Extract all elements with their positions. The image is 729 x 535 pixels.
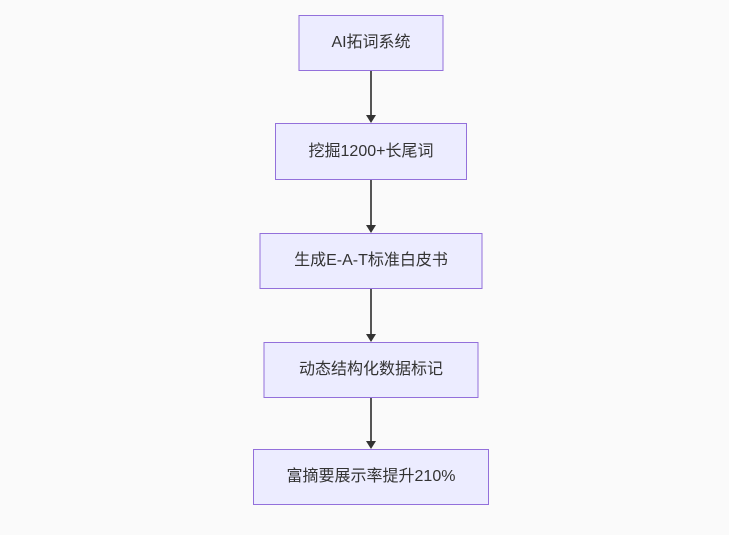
flow-arrow-1	[366, 71, 376, 123]
arrowhead-down-icon	[366, 334, 376, 342]
flow-node-mine-longtail-keywords: 挖掘1200+长尾词	[275, 123, 467, 180]
flow-node-ai-word-expansion-system: AI拓词系统	[298, 15, 444, 71]
flow-node-label: 挖掘1200+长尾词	[308, 142, 434, 160]
arrowhead-down-icon	[366, 225, 376, 233]
flow-node-label: 生成E-A-T标准白皮书	[294, 252, 448, 270]
flow-arrow-3	[366, 289, 376, 342]
flow-node-label: 动态结构化数据标记	[298, 361, 443, 379]
flow-arrow-4	[366, 398, 376, 449]
flow-node-label: AI拓词系统	[331, 34, 411, 52]
flow-node-dynamic-structured-data: 动态结构化数据标记	[263, 342, 479, 398]
arrowhead-down-icon	[366, 115, 376, 123]
flow-arrow-2	[366, 180, 376, 233]
arrowhead-down-icon	[366, 441, 376, 449]
flow-node-label: 富摘要展示率提升210%	[286, 468, 456, 486]
flow-node-generate-eat-whitepaper: 生成E-A-T标准白皮书	[259, 233, 483, 289]
flow-node-rich-snippet-rate: 富摘要展示率提升210%	[253, 449, 489, 505]
